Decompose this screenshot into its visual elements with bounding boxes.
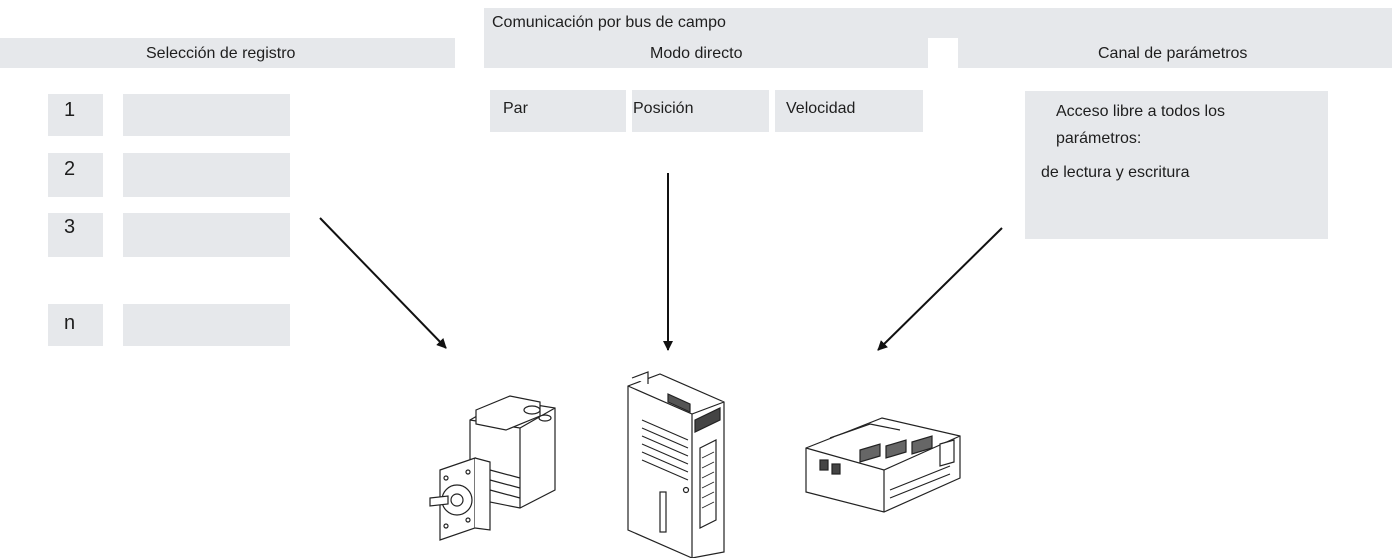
record-index-box	[48, 94, 103, 136]
servo-drive-icon	[627, 371, 725, 558]
header-band-left	[0, 38, 455, 68]
velocity-cell	[775, 90, 923, 132]
parameter-channel-line-3: de lectura y escritura	[1041, 164, 1190, 181]
header-band-right	[958, 38, 1392, 68]
torque-label: Par	[503, 100, 528, 117]
record-selection-heading: Selección de registro	[146, 45, 296, 62]
parameter-channel-line-1: Acceso libre a todos los	[1056, 103, 1225, 120]
page-title: Comunicación por bus de campo	[492, 14, 726, 31]
arrow-parameter-to-controller	[877, 227, 1003, 351]
torque-cell	[490, 90, 626, 132]
header-band-center	[484, 38, 928, 68]
parameter-channel-line-2: parámetros:	[1056, 130, 1142, 147]
position-cell	[632, 90, 769, 132]
record-index-box	[48, 213, 103, 257]
record-value-box	[123, 153, 290, 197]
record-index-label: 3	[64, 216, 76, 238]
record-index-label: 1	[64, 99, 76, 121]
integrated-motor-icon	[429, 395, 556, 541]
record-value-box	[123, 304, 290, 346]
record-value-box	[123, 213, 290, 257]
record-index-label: n	[64, 312, 76, 334]
parameter-channel-heading: Canal de parámetros	[1098, 45, 1248, 62]
record-index-label: 2	[64, 158, 76, 180]
position-label: Posición	[633, 100, 694, 117]
velocity-label: Velocidad	[786, 100, 856, 117]
record-index-box	[48, 304, 103, 346]
direct-mode-heading: Modo directo	[650, 45, 743, 62]
header-band-title	[484, 8, 1392, 38]
arrow-record-to-motor	[319, 217, 447, 349]
record-value-box	[123, 94, 290, 136]
parameter-channel-box	[1025, 91, 1328, 239]
record-index-box	[48, 153, 103, 197]
controller-unit-icon	[805, 417, 961, 513]
